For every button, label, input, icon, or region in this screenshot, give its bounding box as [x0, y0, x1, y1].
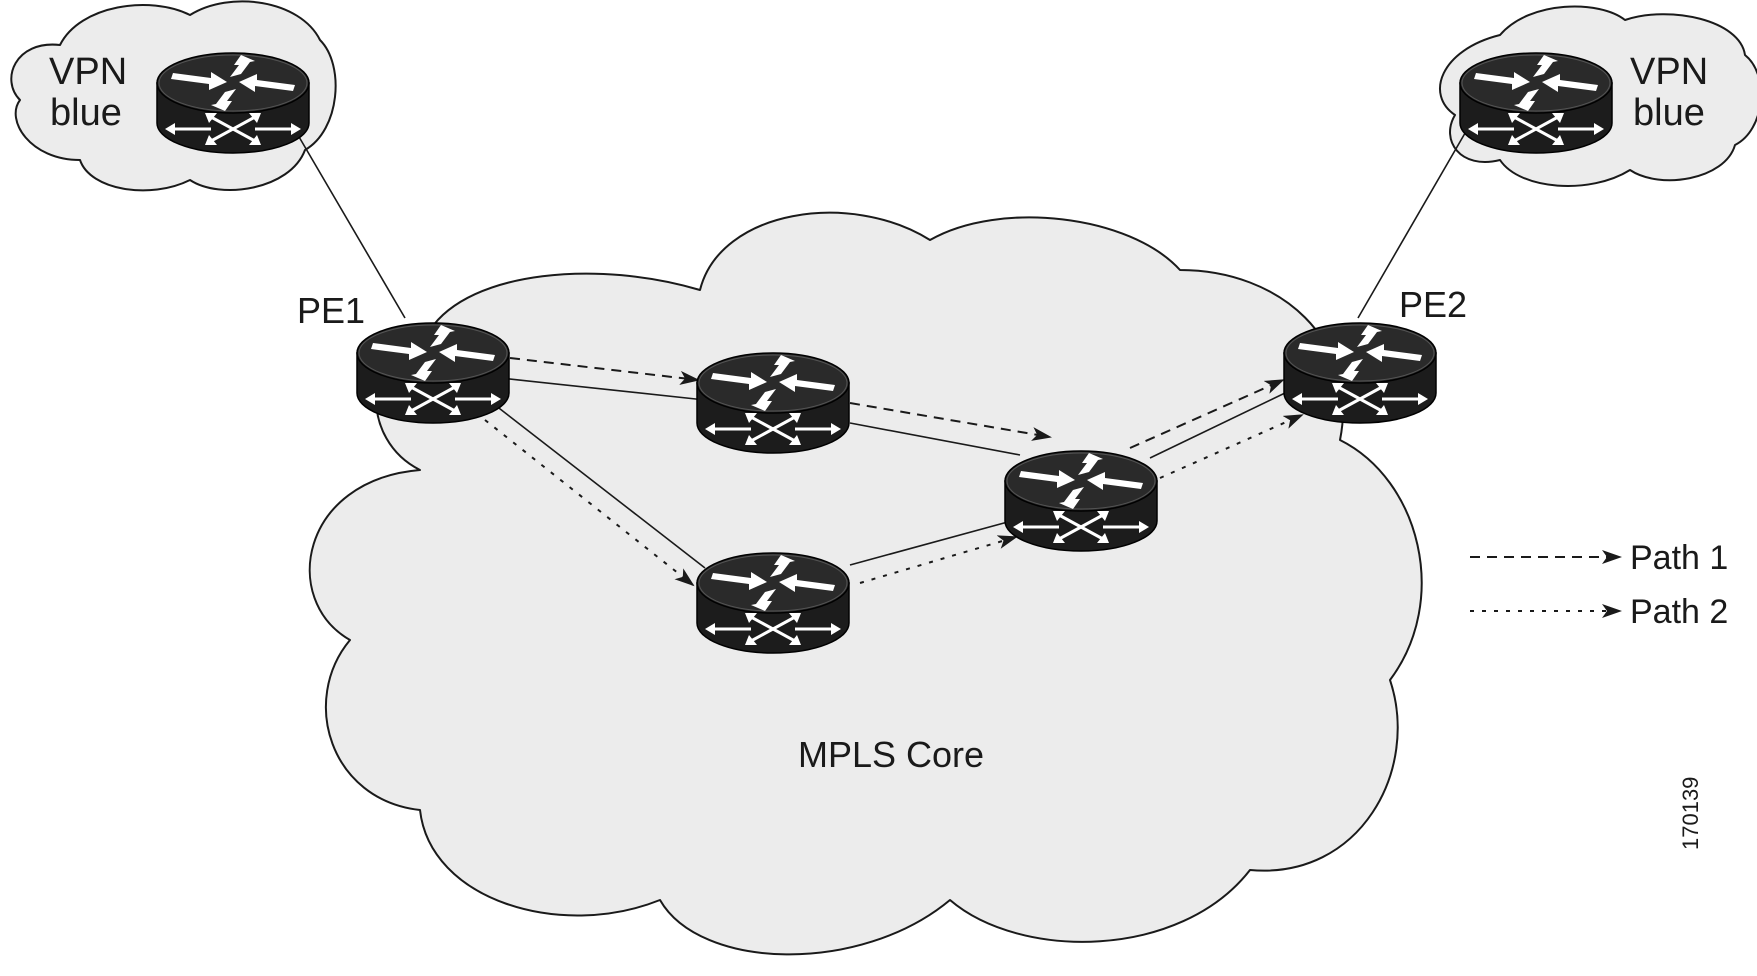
- router-icon: [355, 321, 511, 425]
- legend-path1-label: Path 1: [1630, 539, 1728, 577]
- link-p-bottom-p-mid: [849, 519, 1016, 566]
- router-icon: [1003, 449, 1159, 553]
- path1-segment-3: [1129, 379, 1285, 449]
- pe2-label: PE2: [1399, 284, 1467, 325]
- mpls-core-label: MPLS Core: [798, 734, 984, 775]
- vpn-right-label-line1: VPN: [1630, 51, 1708, 93]
- link-ce-right-pe2: [1357, 127, 1469, 319]
- mpls-core-cloud: [308, 211, 1423, 956]
- link-p-mid-pe2: [1149, 392, 1286, 459]
- path2-segment-3: [1159, 414, 1304, 479]
- router-icon: [1282, 321, 1438, 425]
- router-icon: [695, 551, 851, 655]
- path1-segment-1: [509, 357, 700, 385]
- vpn-left-label-line1: VPN: [49, 51, 127, 93]
- link-pe1-p-bottom: [494, 404, 706, 569]
- router-icon: [155, 51, 311, 155]
- pe1-label: PE1: [297, 290, 365, 331]
- vpn-left-label-line2: blue: [50, 92, 122, 134]
- link-pe1-p-top: [499, 377, 706, 401]
- legend-path2-label: Path 2: [1630, 593, 1728, 631]
- link-p-top-p-mid: [849, 422, 1021, 456]
- path2-segment-1: [484, 419, 695, 587]
- vpn-right-label-line2: blue: [1633, 92, 1705, 134]
- path2-segment-2: [859, 535, 1018, 584]
- figure-id: 170139: [1678, 777, 1703, 850]
- router-icon: [695, 351, 851, 455]
- router-icon: [1458, 51, 1614, 155]
- legend: Path 1 Path 2: [1470, 539, 1728, 631]
- link-ce-left-pe1: [294, 129, 406, 319]
